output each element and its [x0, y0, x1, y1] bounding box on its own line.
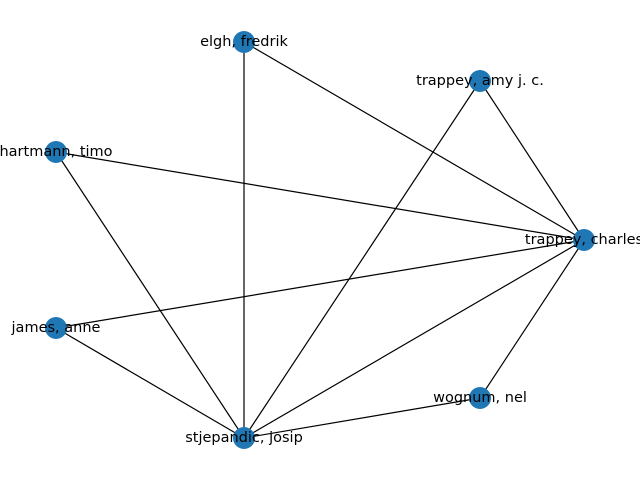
- node-label-trappey_charles: trappey, charles: [525, 232, 640, 248]
- node-layer: [45, 31, 595, 449]
- node-hartmann: [45, 141, 67, 163]
- label-layer: elgh, fredrik trappey, amy j. c. hartmann,…: [0, 34, 640, 446]
- node-label-james: james, anne: [11, 320, 101, 336]
- node-label-wognum: wognum, nel: [433, 390, 527, 406]
- edge-james-trappey_charles: [55, 239, 585, 329]
- node-label-stjepandic: stjepandic, josip: [185, 430, 303, 446]
- node-label-elgh: elgh, fredrik: [200, 34, 288, 50]
- node-label-trappey_amy: trappey, amy j. c.: [416, 73, 544, 89]
- node-james: [45, 317, 67, 339]
- node-elgh: [233, 31, 255, 53]
- edge-trappey_charles-wognum: [479, 239, 585, 399]
- node-label-hartmann: hartmann, timo: [0, 144, 113, 160]
- edge-hartmann-trappey_charles: [55, 151, 585, 241]
- edge-layer: [55, 41, 585, 439]
- edge-james-stjepandic: [55, 327, 245, 439]
- edge-elgh-trappey_charles: [243, 41, 585, 241]
- edge-trappey_amy-stjepandic: [243, 80, 481, 439]
- node-trappey_amy: [469, 70, 491, 92]
- node-stjepandic: [233, 427, 255, 449]
- node-trappey_charles: [573, 229, 595, 251]
- node-wognum: [469, 387, 491, 409]
- edge-wognum-stjepandic: [243, 397, 481, 439]
- edge-hartmann-stjepandic: [55, 151, 245, 439]
- edge-trappey_amy-trappey_charles: [479, 80, 585, 241]
- edge-trappey_charles-stjepandic: [243, 239, 585, 439]
